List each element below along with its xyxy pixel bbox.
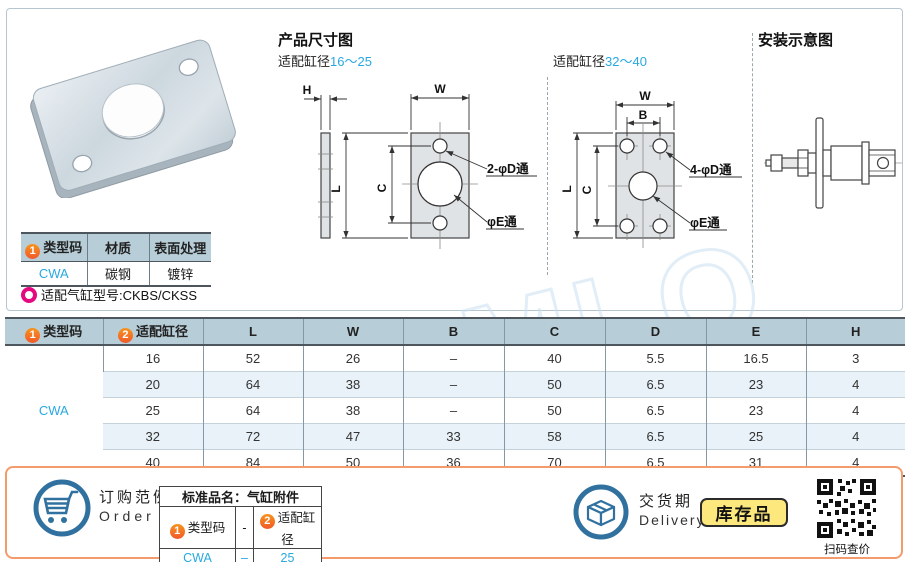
divider xyxy=(547,77,548,275)
bore-cell: 16 xyxy=(102,344,203,372)
dim-label-c: C xyxy=(375,183,389,192)
dim-label-w: W xyxy=(639,89,651,103)
order-value-separator: – xyxy=(235,548,254,562)
product-name: 标准品名：气缸附件 xyxy=(158,486,323,507)
hole-callout: 2-φD通 xyxy=(487,161,529,176)
header-E: E xyxy=(705,318,806,346)
spec-type-code: CWA xyxy=(21,261,87,286)
delivery-box-icon xyxy=(573,484,629,540)
header-C: C xyxy=(503,318,605,346)
spec-header-material: 材质 xyxy=(86,233,149,262)
center-hole-callout: φE通 xyxy=(487,214,517,229)
compat-note: 适配气缸型号:CKBS/CKSS xyxy=(21,285,197,304)
badge-2-icon: 2 xyxy=(259,514,275,529)
qr-caption: 扫码查价 xyxy=(824,544,870,556)
dimension-drawing-32-40: W B L C 4-φD通 φE通 xyxy=(560,89,742,248)
qr-code xyxy=(815,477,878,540)
order-label-cn: 订购范例 xyxy=(99,489,172,506)
dim-section-title: 产品尺寸图 xyxy=(278,32,354,49)
header-W: W xyxy=(302,318,403,346)
delivery-label-cn: 交货期 xyxy=(639,493,694,510)
badge-1-icon: 1 xyxy=(25,327,41,343)
range2-subtitle: 适配缸径32～40 xyxy=(553,54,647,69)
bore-cell: 25 xyxy=(103,397,203,424)
header-H: H xyxy=(805,318,905,346)
product-photo xyxy=(30,39,236,198)
stock-badge: 库存品 xyxy=(700,498,788,527)
badge-2-icon: 2 xyxy=(117,327,133,343)
spec-header-finish: 表面处理 xyxy=(148,233,211,262)
dim-label-l: L xyxy=(329,185,343,192)
spec-material: 碳钢 xyxy=(86,261,149,286)
delivery-label-en: Delivery xyxy=(639,512,706,528)
header-L: L xyxy=(202,318,303,346)
dim-label-c: C xyxy=(580,185,594,194)
range1-subtitle: 适配缸径16～25 xyxy=(278,54,372,69)
hole-callout: 4-φD通 xyxy=(690,162,732,177)
order-value-type: CWA xyxy=(159,548,236,562)
dim-label-h: H xyxy=(303,83,312,97)
cart-icon xyxy=(33,479,91,537)
installation-drawing xyxy=(764,117,902,209)
bore-cell: 32 xyxy=(103,423,203,450)
badge-1-icon: 1 xyxy=(169,523,185,539)
badge-1-icon: 1 xyxy=(25,243,41,259)
install-section-title: 安装示意图 xyxy=(758,32,834,49)
order-label-en: Order xyxy=(99,508,155,524)
order-value-bore: 25 xyxy=(252,548,323,562)
header-B: B xyxy=(402,318,504,346)
ring-icon xyxy=(21,286,37,303)
type-code-cell: CWA xyxy=(5,345,103,476)
header-D: D xyxy=(604,318,706,346)
dim-label-w: W xyxy=(434,82,446,96)
dim-label-l: L xyxy=(560,185,574,192)
divider xyxy=(752,33,753,283)
compat-note-text: 适配气缸型号:CKBS/CKSS xyxy=(41,288,198,303)
dimension-drawing-16-25: H W L C 2-φD通 φE通 xyxy=(303,82,537,249)
dim-label-b: B xyxy=(639,108,648,122)
bore-cell: 20 xyxy=(103,371,203,398)
order-separator: - xyxy=(235,506,254,549)
center-hole-callout: φE通 xyxy=(690,215,720,230)
spec-finish: 镀锌 xyxy=(148,261,211,286)
